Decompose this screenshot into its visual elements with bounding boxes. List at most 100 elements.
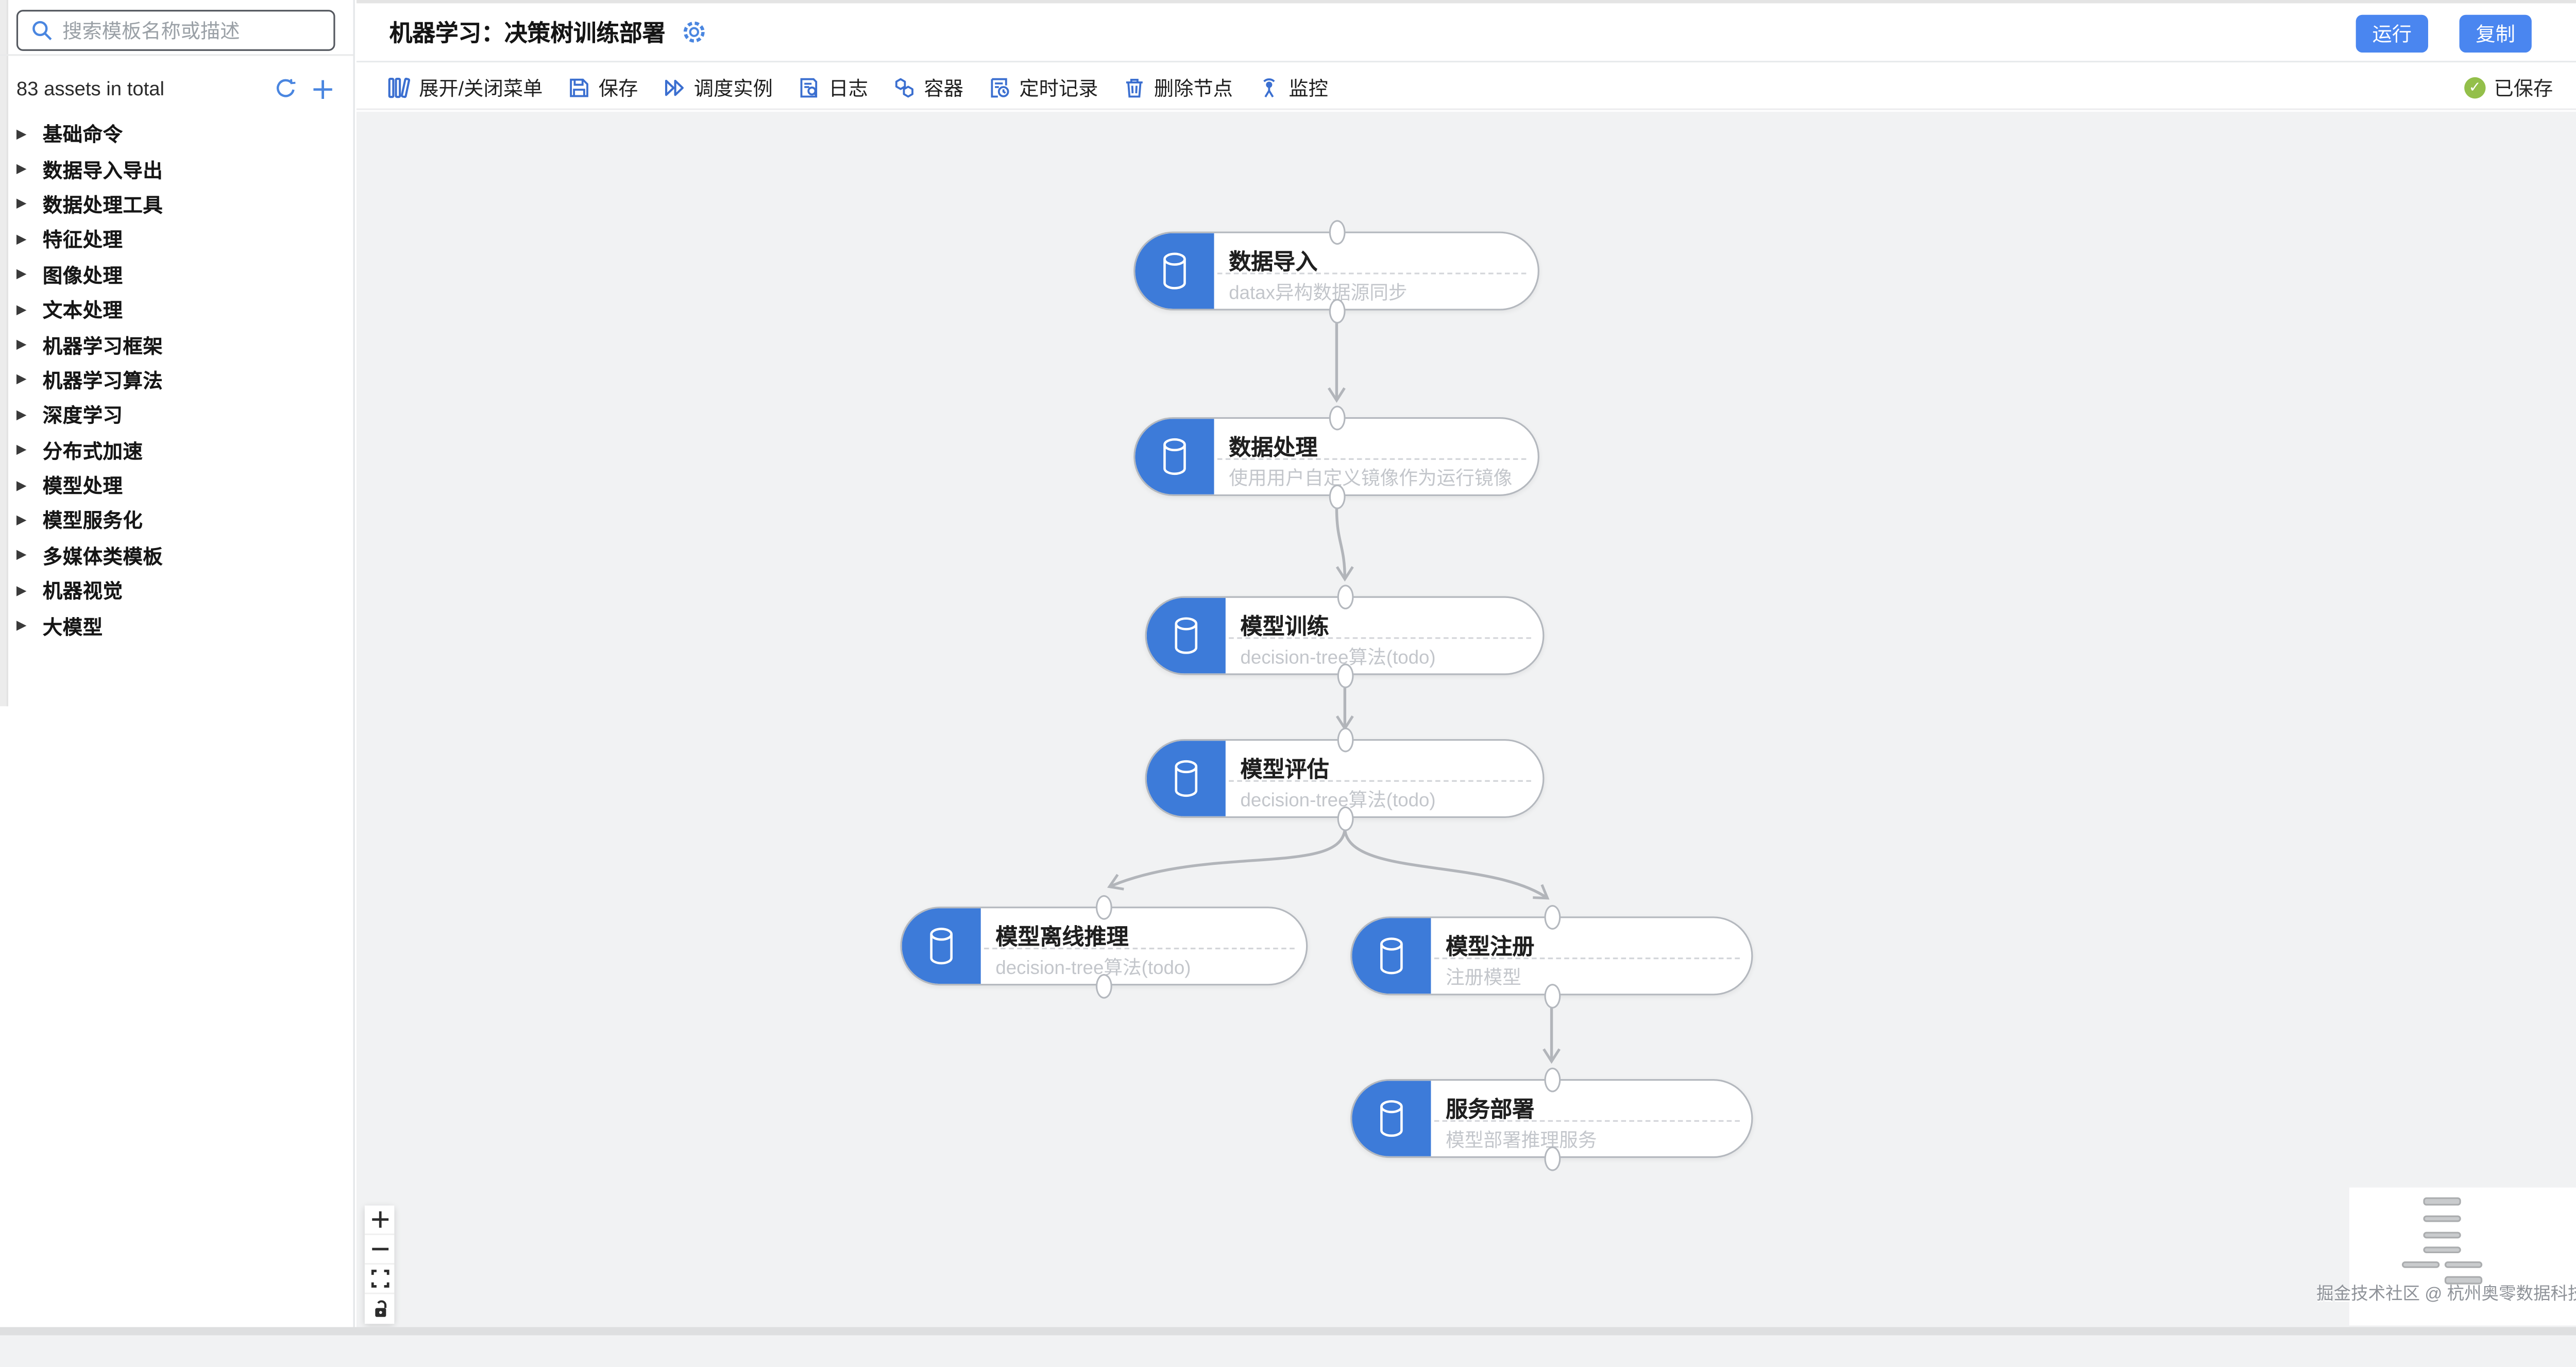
sidebar-category[interactable]: 机器学习框架: [0, 328, 343, 363]
sidebar-category[interactable]: 图像处理: [0, 257, 343, 292]
expand-arrow-icon[interactable]: [16, 268, 31, 282]
node-divider: [1217, 457, 1527, 459]
watermark-logo-bar: [2444, 1260, 2483, 1269]
sidebar-category[interactable]: 机器视觉: [0, 573, 343, 608]
node-cap: [1146, 741, 1226, 816]
dag-node-model-eval[interactable]: 模型评估 decision-tree算法(todo): [1145, 727, 1545, 830]
monitor-icon: [1264, 78, 1276, 98]
expand-arrow-icon[interactable]: [16, 549, 31, 562]
toolbar: 展开/关闭菜单 保存 调度实例 日志 容器 定时记录 删除节点 监控: [356, 67, 2576, 110]
output-port[interactable]: [1336, 662, 1353, 688]
node-cap: [1135, 233, 1214, 309]
refresh-icon[interactable]: [275, 77, 298, 100]
sidebar-category[interactable]: 数据导入导出: [0, 152, 343, 187]
plus-icon[interactable]: [312, 78, 333, 99]
input-port[interactable]: [1336, 584, 1353, 609]
input-port[interactable]: [1095, 894, 1112, 919]
dag-node-offline-inference[interactable]: 模型离线推理 decision-tree算法(todo): [900, 894, 1308, 998]
zoom-controls: [364, 1205, 395, 1324]
output-port[interactable]: [1328, 298, 1345, 323]
copy-button[interactable]: 复制: [2459, 14, 2532, 53]
search-icon: [32, 21, 52, 41]
sidebar-category[interactable]: 基础命令: [0, 116, 343, 151]
lock-button[interactable]: [364, 1294, 395, 1324]
node-subtitle: 模型部署推理服务: [1446, 1132, 1597, 1152]
fit-view-icon: [370, 1270, 388, 1288]
expand-arrow-icon[interactable]: [16, 479, 31, 492]
expand-arrow-icon[interactable]: [16, 303, 31, 317]
output-port[interactable]: [1095, 973, 1112, 998]
delete-node-button[interactable]: 删除节点: [1124, 74, 1233, 101]
watermark-logo-bar: [2423, 1245, 2461, 1254]
edge: [1107, 829, 1347, 891]
sidebar-category[interactable]: 分布式加速: [0, 433, 343, 468]
dag-node-data-import[interactable]: 数据导入 datax异构数据源同步: [1133, 219, 1539, 323]
search-input[interactable]: [62, 19, 320, 42]
timed-records-button[interactable]: 定时记录: [990, 74, 1098, 101]
expand-arrow-icon[interactable]: [16, 338, 31, 352]
sidebar-category[interactable]: 机器学习算法: [0, 363, 343, 398]
sidebar-category[interactable]: 特征处理: [0, 222, 343, 257]
sidebar-category[interactable]: 大模型: [0, 608, 343, 643]
sidebar-category[interactable]: 模型处理: [0, 468, 343, 503]
app-window: 83 assets in total 基础命令 数据导入导出 数据处理工具 特征…: [0, 0, 2576, 1335]
saved-label: 已保存: [2494, 77, 2553, 100]
node-title: 模型注册: [1446, 934, 1535, 960]
dag-canvas[interactable]: 数据导入 datax异构数据源同步 数据处理 使用用户自定义镜像作为运行镜像: [356, 111, 2576, 1327]
input-port[interactable]: [1328, 219, 1345, 244]
node-cap: [902, 908, 981, 984]
sidebar-category[interactable]: 模型服务化: [0, 503, 343, 538]
sidebar-category[interactable]: 多媒体类模板: [0, 538, 343, 573]
watermark-logo-bar: [2423, 1231, 2461, 1239]
expand-arrow-icon[interactable]: [16, 233, 31, 246]
node-title: 模型评估: [1240, 757, 1329, 782]
gear-icon[interactable]: [682, 20, 706, 44]
expand-arrow-icon[interactable]: [16, 584, 31, 597]
expand-arrow-icon[interactable]: [16, 408, 31, 422]
dag-node-service-deploy[interactable]: 服务部署 模型部署推理服务: [1350, 1067, 1753, 1171]
node-subtitle: datax异构数据源同步: [1229, 284, 1408, 304]
zoom-in-button[interactable]: [364, 1205, 395, 1235]
expand-arrow-icon[interactable]: [16, 444, 31, 457]
sidebar-category[interactable]: 数据处理工具: [0, 187, 343, 222]
dag-node-model-train[interactable]: 模型训练 decision-tree算法(todo): [1145, 584, 1545, 688]
run-button[interactable]: 运行: [2355, 14, 2429, 53]
expand-arrow-icon[interactable]: [16, 198, 31, 211]
output-port[interactable]: [1543, 983, 1560, 1008]
container-button[interactable]: 容器: [894, 74, 963, 101]
sidebar-scrollbar[interactable]: [0, 0, 8, 707]
expand-arrow-icon[interactable]: [16, 163, 31, 176]
expand-arrow-icon[interactable]: [16, 620, 31, 633]
expand-arrow-icon[interactable]: [16, 373, 31, 387]
logs-button[interactable]: 日志: [799, 74, 868, 101]
save-button[interactable]: 保存: [569, 74, 638, 101]
sidebar-category[interactable]: 文本处理: [0, 292, 343, 327]
node-cap: [1352, 1081, 1431, 1156]
fit-view-button[interactable]: [364, 1265, 395, 1294]
input-port[interactable]: [1328, 405, 1345, 430]
expand-arrow-icon[interactable]: [16, 514, 31, 527]
monitor-button[interactable]: 监控: [1259, 74, 1328, 101]
database-icon: [1380, 1100, 1403, 1137]
input-port[interactable]: [1543, 904, 1560, 929]
expand-arrow-icon[interactable]: [16, 128, 31, 141]
search-input-wrap[interactable]: [16, 10, 335, 51]
output-port[interactable]: [1543, 1146, 1560, 1171]
sidebar-category[interactable]: 深度学习: [0, 398, 343, 433]
node-subtitle: 注册模型: [1446, 969, 1521, 989]
input-port[interactable]: [1543, 1067, 1560, 1091]
database-icon: [1163, 438, 1186, 475]
database-icon: [1380, 937, 1403, 975]
dag-node-data-process[interactable]: 数据处理 使用用户自定义镜像作为运行镜像: [1133, 405, 1539, 508]
save-icon: [570, 78, 589, 97]
node-cap: [1352, 918, 1431, 994]
zoom-out-button[interactable]: [364, 1235, 395, 1265]
dag-node-model-register[interactable]: 模型注册 注册模型: [1350, 904, 1753, 1008]
output-port[interactable]: [1328, 484, 1345, 508]
toggle-menu-button[interactable]: 展开/关闭菜单: [388, 74, 543, 101]
horizontal-scrollbar[interactable]: [0, 1327, 2576, 1336]
page-title: 机器学习：决策树训练部署: [389, 19, 666, 45]
saved-check-icon: [2464, 77, 2486, 99]
schedule-instance-button[interactable]: 调度实例: [664, 74, 773, 101]
output-port[interactable]: [1336, 806, 1353, 830]
